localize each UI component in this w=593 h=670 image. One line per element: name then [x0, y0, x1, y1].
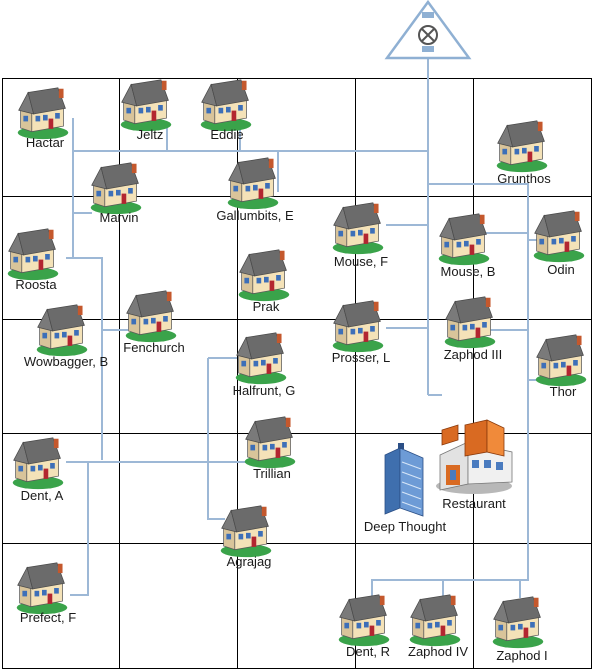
house-dent-a	[12, 437, 64, 490]
house-icon	[332, 300, 384, 353]
house-icon	[338, 594, 390, 647]
house-icon	[244, 416, 296, 469]
house-agrajag	[220, 505, 272, 558]
house-label-trillian: Trillian	[253, 466, 291, 481]
house-odin	[533, 210, 585, 263]
house-label-thor: Thor	[550, 384, 577, 399]
house-icon	[409, 594, 461, 647]
house-icon	[438, 213, 490, 266]
house-label-agrajag: Agrajag	[227, 554, 272, 569]
house-icon	[235, 332, 287, 385]
deep-thought-label: Deep Thought	[364, 519, 447, 534]
house-label-jeltz: Jeltz	[137, 127, 164, 142]
house-zaphod-iii	[444, 296, 496, 349]
house-icon	[492, 596, 544, 649]
house-mouse-f	[332, 202, 384, 255]
house-eddie	[200, 79, 252, 132]
house-label-gallumbits: Gallumbits, E	[216, 208, 294, 223]
house-icon	[7, 228, 59, 281]
house-marvin	[90, 162, 142, 215]
house-gallumbits	[227, 157, 279, 210]
house-icon	[444, 296, 496, 349]
house-prak	[238, 249, 290, 302]
house-zaphod-iv	[409, 594, 461, 647]
house-dent-r	[338, 594, 390, 647]
house-label-prosser: Prosser, L	[332, 350, 391, 365]
restaurant-building-icon	[436, 419, 513, 494]
house-label-roosta: Roosta	[15, 277, 57, 292]
house-label-mouse-b: Mouse, B	[441, 264, 496, 279]
house-icon	[12, 437, 64, 490]
house-label-zaphod-iii: Zaphod III	[444, 347, 503, 362]
house-icon	[496, 120, 548, 173]
deep-thought-tower-icon	[384, 443, 424, 517]
house-label-eddie: Eddie	[210, 127, 243, 142]
house-thor	[535, 334, 587, 387]
house-wowbagger	[36, 304, 88, 357]
house-grunthos	[496, 120, 548, 173]
house-label-wowbagger: Wowbagger, B	[24, 354, 108, 369]
house-label-dent-r: Dent, R	[346, 644, 390, 659]
house-label-odin: Odin	[547, 262, 574, 277]
house-label-fenchurch: Fenchurch	[123, 340, 184, 355]
house-label-zaphod-i: Zaphod I	[496, 648, 547, 663]
house-icon	[535, 334, 587, 387]
network-links	[66, 58, 537, 605]
house-label-prefect: Prefect, F	[20, 610, 76, 625]
house-label-hactar: Hactar	[26, 135, 65, 150]
house-icon	[36, 304, 88, 357]
house-icon	[17, 87, 69, 140]
house-icon	[227, 157, 279, 210]
house-mouse-b	[438, 213, 490, 266]
house-label-dent-a: Dent, A	[21, 488, 64, 503]
house-icon	[125, 290, 177, 343]
house-fenchurch	[125, 290, 177, 343]
house-label-mouse-f: Mouse, F	[334, 254, 388, 269]
network-router-icon	[384, 0, 472, 60]
house-jeltz	[120, 79, 172, 132]
house-icon	[220, 505, 272, 558]
house-icon	[238, 249, 290, 302]
house-icon	[200, 79, 252, 132]
house-label-grunthos: Grunthos	[497, 171, 551, 186]
house-prosser	[332, 300, 384, 353]
house-label-prak: Prak	[253, 299, 280, 314]
house-prefect	[16, 562, 68, 615]
house-label-halfrunt: Halfrunt, G	[233, 383, 296, 398]
house-icon	[16, 562, 68, 615]
house-icon	[533, 210, 585, 263]
house-icon	[90, 162, 142, 215]
house-trillian	[244, 416, 296, 469]
house-icon	[332, 202, 384, 255]
house-zaphod-i	[492, 596, 544, 649]
house-hactar	[17, 87, 69, 140]
house-label-zaphod-iv: Zaphod IV	[408, 644, 468, 659]
restaurant-label: Restaurant	[442, 496, 506, 511]
house-halfrunt	[235, 332, 287, 385]
house-label-marvin: Marvin	[99, 210, 138, 225]
house-roosta	[7, 228, 59, 281]
house-icon	[120, 79, 172, 132]
